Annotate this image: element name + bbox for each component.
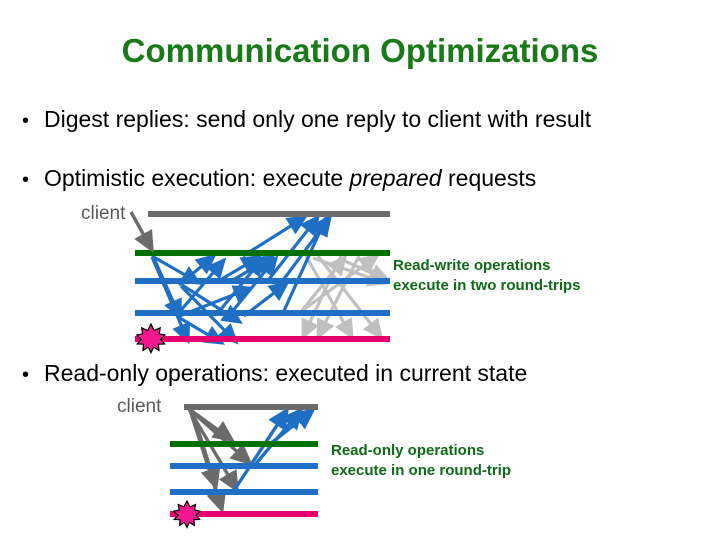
diagram-two-timelines	[170, 404, 318, 517]
diagram-one-client-label: client	[81, 203, 126, 224]
bullet-marker: •	[22, 110, 30, 132]
bullet-marker: •	[22, 364, 30, 386]
annotation-line-1: Read-only operations	[331, 442, 485, 459]
bullet-item-digest-replies: • Digest replies: send only one reply to …	[22, 106, 720, 133]
diagram-one	[129, 211, 392, 354]
bullet-text-part: Optimistic execution: execute	[44, 165, 350, 191]
bullet-marker: •	[22, 169, 30, 191]
diagram-two	[170, 404, 318, 529]
annotation-line-2: execute in one round-trip	[331, 462, 512, 480]
bullet-item-optimistic-execution: •Optimistic execution: execute prepared …	[22, 165, 720, 192]
annotation-line-1: Read-write operations	[393, 257, 551, 274]
diagram-one-protocol-messages	[150, 214, 333, 345]
bullet-text-emphasis: prepared	[349, 165, 442, 191]
diagram-one-extra-messages	[298, 253, 392, 341]
diagram-one-timelines	[135, 211, 390, 342]
bullet-text-part: requests	[441, 165, 537, 191]
diagram-two-fault-star	[172, 499, 202, 529]
bullet-text: Digest replies: send only one reply to c…	[44, 106, 592, 132]
diagram-two-client-label: client	[117, 396, 162, 417]
diagram-two-replies	[231, 406, 316, 493]
bullet-item-read-only-operations: • Read-only operations: executed in curre…	[22, 360, 720, 387]
diagram-one-client-request	[129, 211, 154, 254]
diagram-two-client-requests	[187, 407, 253, 514]
diagram-one-annotation: Read-write operations execute in two rou…	[393, 256, 581, 297]
diagram-one-fault-star	[135, 322, 167, 354]
page-title: Communication Optimizations	[121, 32, 599, 69]
diagram-two-annotation: Read-only operations execute in one roun…	[331, 441, 511, 482]
annotation-line-2: execute in two round-trips	[393, 277, 581, 295]
bullet-text: Read-only operations: executed in curren…	[44, 360, 528, 386]
